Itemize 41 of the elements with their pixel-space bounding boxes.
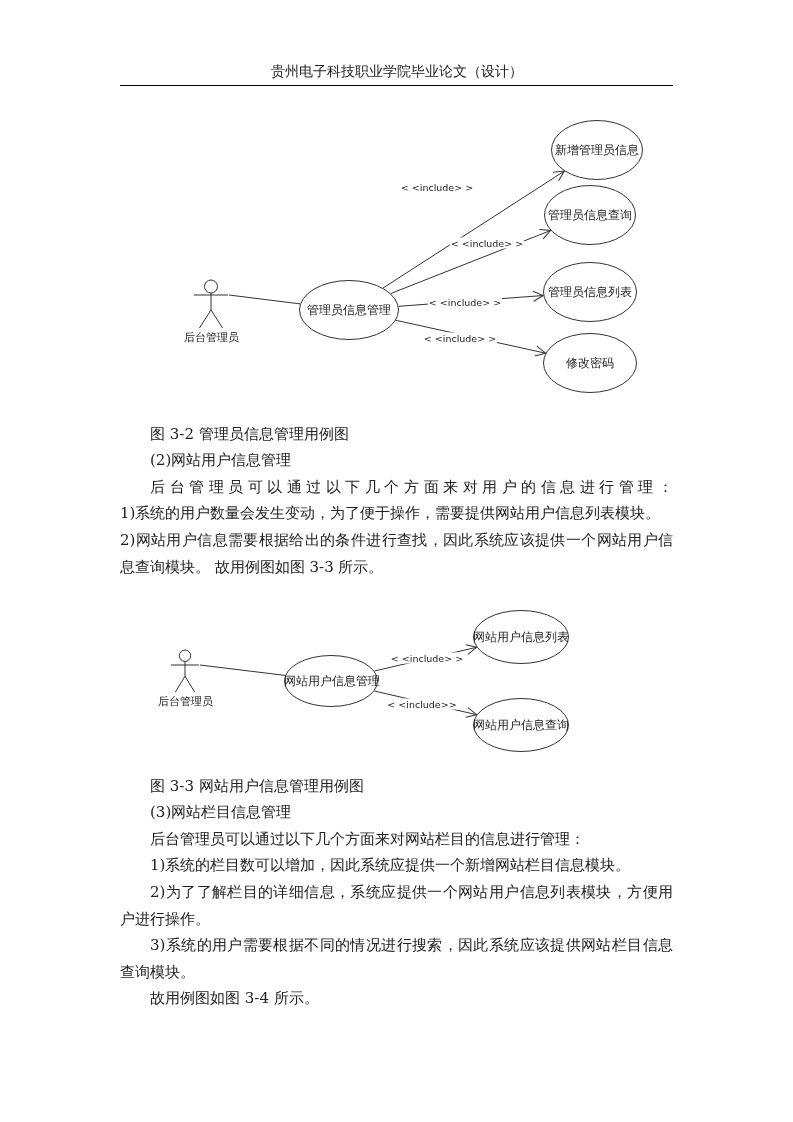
edge-label: < <include>> <box>386 698 458 710</box>
use-case-label: 管理员信息管理 <box>306 301 392 319</box>
paragraph: 1)系统的栏目数可以增加，因此系统应提供一个新增网站栏目信息模块。 <box>149 855 632 876</box>
connector-line <box>228 294 301 305</box>
use-case-label: 修改密码 <box>565 354 615 372</box>
use-case-ellipse <box>551 120 643 180</box>
edge-label: < <include> > <box>389 652 465 664</box>
paragraph: 2)网站用户信息需要根据给出的条件进行查找，因此系统应该提供一个网站用户信息查询模块。 故用例图如图 3-3 所示。 <box>120 530 673 578</box>
paragraph: 后台管理员可以通过以下几个方面来对网站栏目的信息进行管理： <box>149 829 586 850</box>
section-heading: (3)网站栏目信息管理 <box>149 802 293 823</box>
arrow <box>382 170 565 289</box>
page-header: 贵州电子科技职业学院毕业论文（设计） <box>269 63 524 81</box>
edge-label: < <include> > <box>427 296 503 308</box>
use-case-label: 管理员信息列表 <box>547 283 633 301</box>
use-case-ellipse <box>543 262 637 322</box>
use-case-label: 网站用户信息管理 <box>284 672 378 690</box>
edge-label: < <include> > <box>449 237 525 249</box>
paragraph: 2)为了了解栏目的详细信息，系统应提供一个网站用户信息列表模块，方便用户进行操作。 <box>120 882 673 930</box>
use-case-ellipse <box>284 655 378 707</box>
arrow <box>390 229 552 294</box>
figure-caption: 图 3-2 管理员信息管理用例图 <box>149 424 350 445</box>
use-case-ellipse <box>543 333 637 393</box>
paragraph: 1)系统的用户数量会发生变动，为了便于操作，需要提供网站用户信息列表模块。 <box>120 503 662 524</box>
actor-label: 后台管理员 <box>156 694 214 709</box>
actor-label: 后台管理员 <box>182 330 240 345</box>
use-case-label: 管理员信息查询 <box>547 206 633 224</box>
use-case-label: 新增管理员信息 <box>554 141 640 159</box>
use-case-label: 网站用户信息列表 <box>473 628 569 646</box>
edge-label: < <include> > <box>399 181 475 193</box>
use-case-ellipse <box>544 185 636 245</box>
use-case-ellipse <box>473 610 569 664</box>
use-case-label: 网站用户信息查询 <box>473 716 569 734</box>
use-case-ellipse <box>473 698 569 752</box>
connector-line <box>199 664 286 676</box>
paragraph: 故用例图如图 3-4 所示。 <box>149 988 320 1009</box>
paragraph: 3)系统的用户需要根据不同的情况进行搜索，因此系统应该提供网站栏目信息查询模块。 <box>120 935 673 983</box>
use-case-ellipse <box>299 280 399 340</box>
section-heading: (2)网站用户信息管理 <box>149 450 293 471</box>
paragraph: 后台管理员可以通过以下几个方面来对用户的信息进行管理： <box>149 477 673 498</box>
figure-caption: 图 3-3 网站用户信息管理用例图 <box>149 776 365 797</box>
edge-label: < <include> > <box>422 332 498 344</box>
